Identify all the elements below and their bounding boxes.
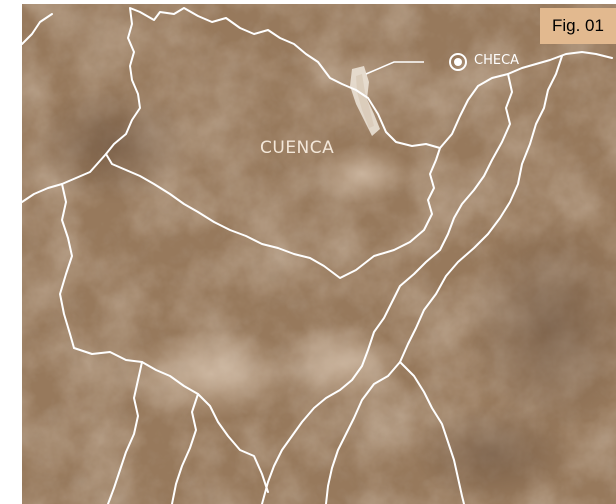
south-mid-boundary	[171, 393, 199, 504]
south-east-boundary	[399, 361, 465, 504]
highland-light-patch	[122, 329, 302, 419]
figure-number-badge: Fig. 01	[540, 8, 616, 44]
south-central-boundary	[73, 347, 269, 493]
terrain-map	[22, 4, 616, 504]
map-frame: CHECA CUENCA Fig. 01	[22, 4, 616, 504]
valley-dark-patch	[32, 84, 192, 204]
location-target-icon	[449, 53, 467, 71]
cuenca-boundary	[105, 7, 441, 279]
valley-dark-patch	[412, 404, 572, 504]
highland-light-patch	[282, 324, 402, 404]
valley-dark-patch	[462, 214, 616, 434]
west-lower-boundary	[59, 183, 75, 349]
river-water-detail	[356, 74, 374, 128]
far-east-boundary	[325, 55, 563, 504]
east-boundary	[261, 73, 513, 504]
northwest-edge-boundary	[22, 13, 53, 45]
boundary-lines	[22, 7, 613, 504]
city-label-checa: CHECA	[474, 53, 520, 68]
region-label-cuenca: CUENCA	[260, 138, 335, 158]
south-west-boundary	[107, 361, 143, 504]
northeast-boundary	[439, 51, 613, 149]
plateau-light-patch	[312, 144, 412, 204]
